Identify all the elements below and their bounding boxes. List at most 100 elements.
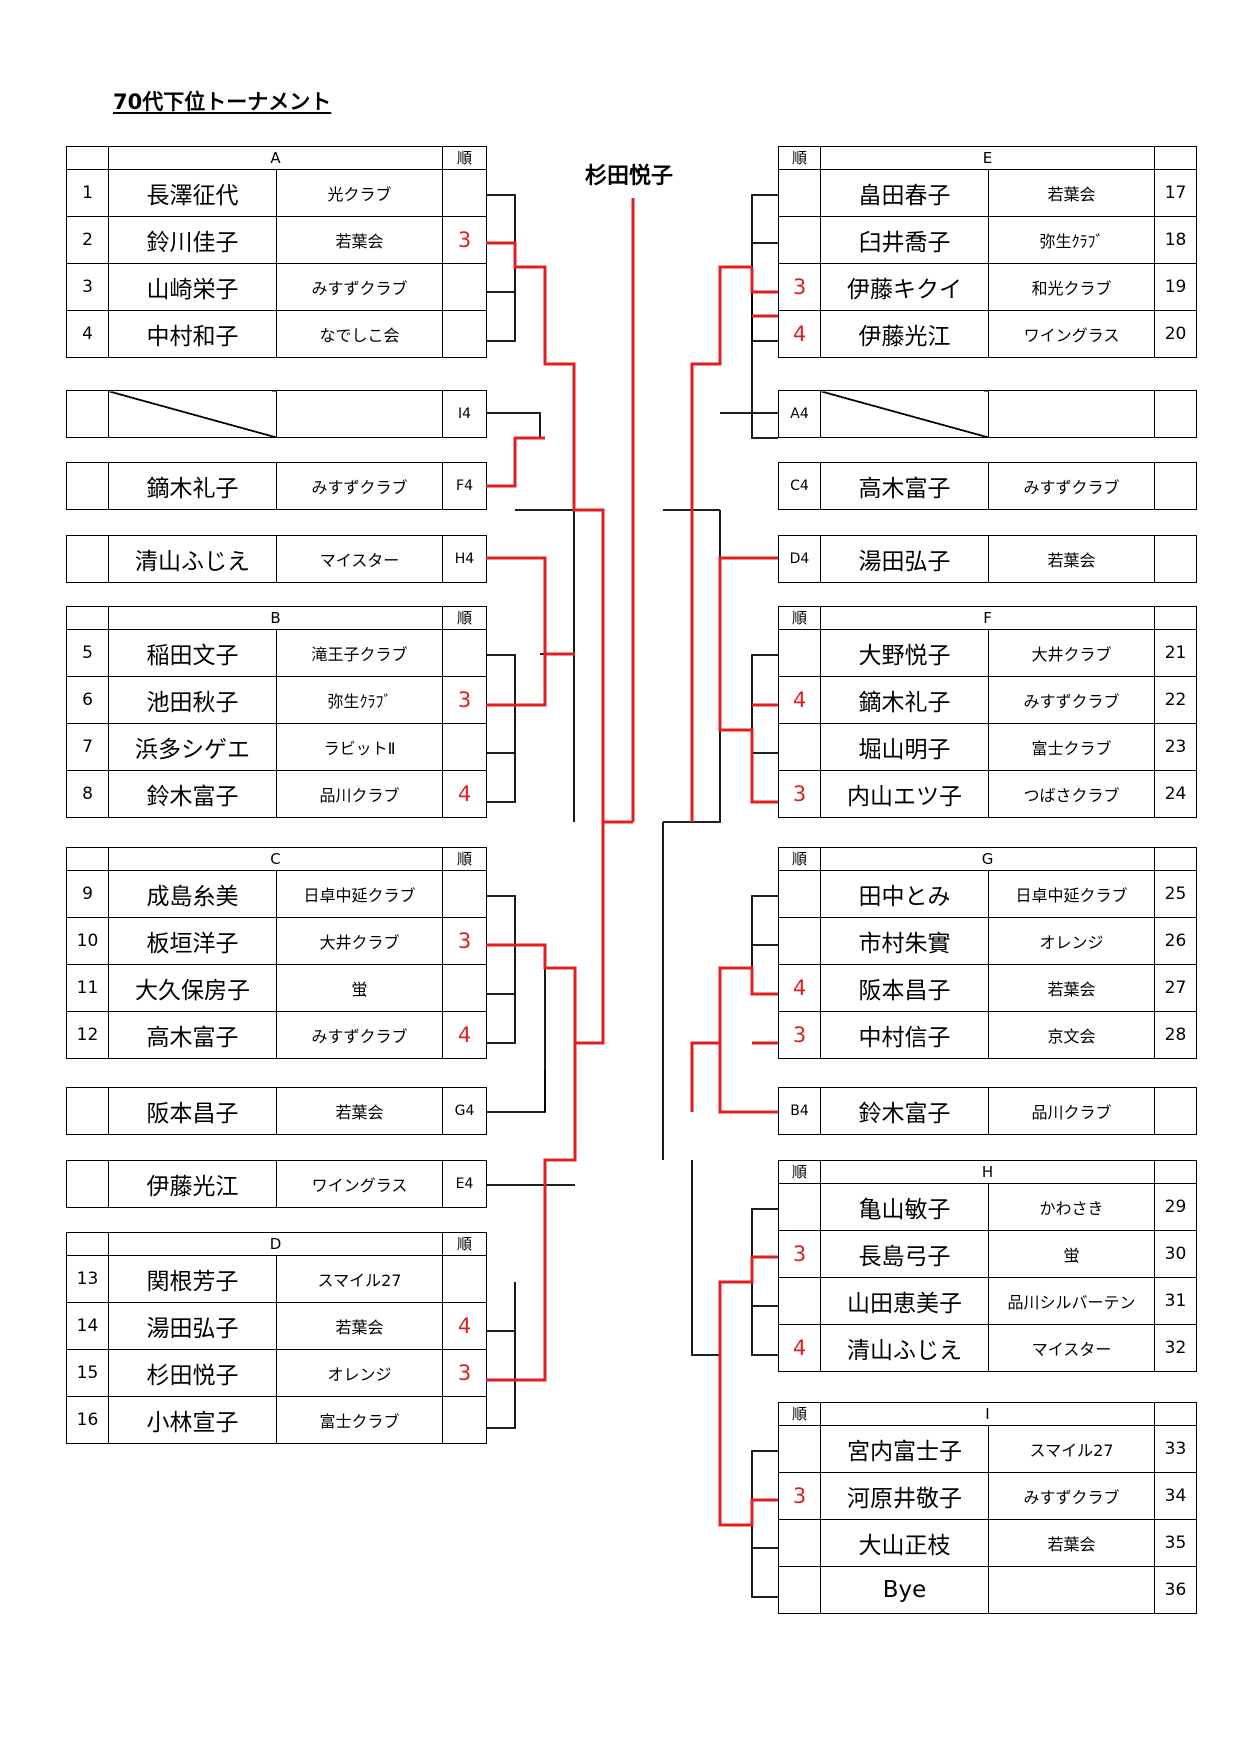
club-name: 弥生ｸﾗﾌﾞ [275,676,444,724]
player-name: 大久保房子 [108,964,277,1012]
player-name: 長澤征代 [108,169,277,217]
entry-number: 17 [1154,169,1198,217]
seed-row-i4: I4 [66,390,487,438]
club-name: 品川シルバーテン [988,1277,1155,1325]
group-label: F [819,606,1156,630]
club-name: 滝王子クラブ [275,629,444,677]
player-name: 亀山敏子 [820,1183,989,1231]
entry-number: 23 [1154,723,1198,771]
entry-number: 16 [66,1396,109,1444]
rank-value: 3 [442,216,488,264]
club-name: 日卓中延クラブ [275,870,444,918]
rank-header: 順 [442,606,488,630]
club-name: なでしこ会 [275,310,444,358]
group-label: H [820,1160,1155,1184]
rank-value [778,629,821,677]
rank-value [778,870,821,918]
club-name: みすずクラブ [276,462,443,510]
rank-value: 3 [442,676,488,724]
rank-value [442,310,488,358]
entry-number: 20 [1154,310,1198,358]
player-name: 宮内富士子 [820,1425,989,1473]
player-name: 高木富子 [820,462,989,510]
rank-value [442,169,488,217]
seed-code: D4 [778,535,821,583]
club-name: 蛍 [275,964,444,1012]
seed-code: E4 [442,1160,487,1208]
rank-value [442,723,488,771]
rank-value: 4 [778,1324,821,1372]
club-name: 和光クラブ [987,263,1156,311]
entry-number: 6 [66,676,109,724]
club-name: 大井クラブ [987,629,1156,677]
club-name: マイスター [988,1324,1155,1372]
entry-number: 19 [1154,263,1198,311]
entry-number: 25 [1154,870,1197,918]
rank-value: 3 [778,1230,821,1278]
champion-name: 杉田悦子 [585,164,674,189]
player-name: 板垣洋子 [108,917,277,965]
entry-number: 2 [66,216,109,264]
player-name: 阪本昌子 [108,1087,277,1135]
club-name: 光クラブ [275,169,444,217]
seed-code: H4 [442,535,487,583]
club-name: 日卓中延クラブ [988,870,1155,918]
player-name: 関根芳子 [108,1255,277,1303]
rank-value [778,1566,821,1614]
club-name: 若葉会 [988,964,1155,1012]
club-name: みすずクラブ [988,1472,1155,1520]
player-name: 清山ふじえ [820,1324,989,1372]
player-name: 内山エツ子 [820,770,989,818]
player-name: 長島弓子 [820,1230,989,1278]
club-name: 京文会 [988,1011,1155,1059]
club-name: オレンジ [276,1349,443,1397]
player-name: 大野悦子 [820,629,989,677]
entry-number: 34 [1154,1472,1197,1520]
rank-value [442,263,488,311]
player-name: 鏑木礼子 [108,462,277,510]
entry-number: 30 [1154,1230,1197,1278]
rank-value: 3 [442,917,488,965]
club-name: かわさき [988,1183,1155,1231]
player-name: 湯田弘子 [820,535,989,583]
club-name: 若葉会 [988,535,1155,583]
entry-number: 33 [1154,1425,1197,1473]
club-name: 蛍 [988,1230,1155,1278]
player-name: 伊藤光江 [820,310,989,358]
player-name: 清山ふじえ [108,535,277,583]
club-name: 大井クラブ [275,917,444,965]
player-name: 小林宣子 [108,1396,277,1444]
player-name: 池田秋子 [108,676,277,724]
player-name: 山田恵美子 [820,1277,989,1325]
rank-value [442,629,488,677]
rank-value: 4 [778,310,821,358]
entry-number: 21 [1154,629,1198,677]
club-name: みすずクラブ [275,1011,444,1059]
player-name: 伊藤光江 [108,1160,277,1208]
rank-header: 順 [778,146,821,170]
player-name: 臼井喬子 [820,216,989,264]
club-name: ラビットⅡ [275,723,444,771]
entry-number: 22 [1154,676,1198,724]
